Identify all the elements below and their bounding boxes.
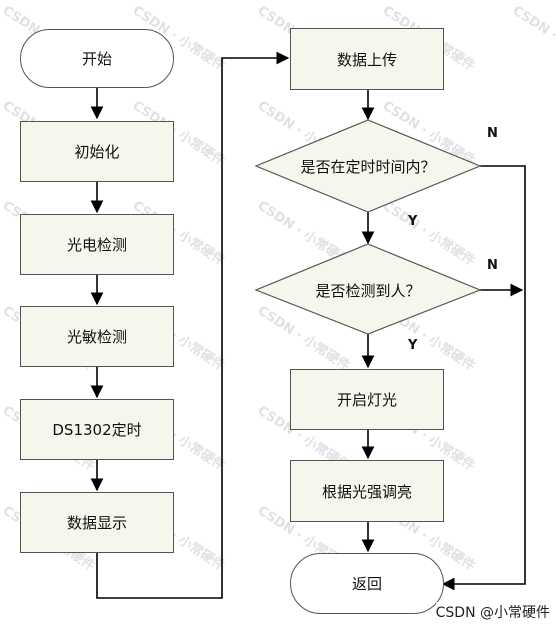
light-detect-label: 光敏检测 bbox=[66, 328, 127, 346]
start-label: 开始 bbox=[81, 50, 112, 68]
adjust-label: 根据光强调亮 bbox=[321, 482, 412, 501]
branch-label-yes: Y bbox=[408, 214, 418, 229]
upload-process: 数据上传 bbox=[290, 28, 444, 90]
light-on-process: 开启灯光 bbox=[290, 369, 444, 430]
init-process: 初始化 bbox=[20, 121, 174, 182]
return-label: 返回 bbox=[351, 575, 382, 593]
decision-time-label: 是否在定时时间内？ bbox=[300, 158, 436, 176]
arrow-decision1-no bbox=[441, 165, 526, 591]
decision-person-diamond bbox=[254, 243, 482, 335]
branch-label-yes: Y bbox=[408, 338, 418, 353]
init-label: 初始化 bbox=[74, 143, 120, 161]
start-terminal: 开始 bbox=[20, 29, 174, 88]
footer-credit: CSDN @小常硬件 bbox=[435, 602, 550, 622]
display-process: 数据显示 bbox=[20, 492, 174, 553]
decision-person-label: 是否检测到人？ bbox=[315, 282, 421, 300]
rtc-process: DS1302定时 bbox=[20, 399, 174, 460]
light-on-label: 开启灯光 bbox=[336, 391, 397, 409]
branch-label-no: N bbox=[487, 126, 498, 141]
display-label: 数据显示 bbox=[66, 514, 127, 532]
light-detect-process: 光敏检测 bbox=[20, 306, 174, 367]
upload-label: 数据上传 bbox=[336, 50, 397, 69]
rtc-label: DS1302定时 bbox=[52, 421, 142, 439]
return-terminal: 返回 bbox=[290, 553, 444, 614]
arrow-display-to-upload bbox=[96, 51, 290, 599]
adjust-process: 根据光强调亮 bbox=[290, 460, 444, 522]
decision-time-diamond bbox=[254, 119, 482, 213]
photo-detect-label: 光电检测 bbox=[66, 236, 127, 254]
branch-label-no: N bbox=[487, 258, 498, 273]
photo-detect-process: 光电检测 bbox=[20, 214, 174, 275]
